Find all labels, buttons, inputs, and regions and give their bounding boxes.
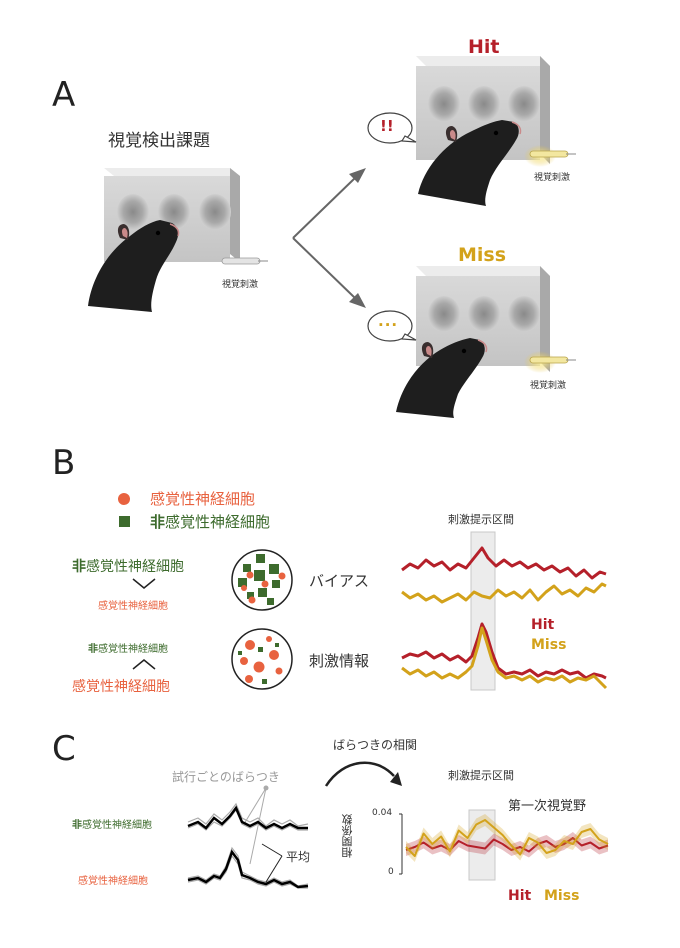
miss-title: Miss (458, 244, 507, 266)
curved-arrow-icon (324, 761, 402, 787)
port-icon (117, 194, 149, 230)
port-icon (158, 194, 190, 230)
bias-miss-trace (401, 582, 607, 604)
port-icon (508, 296, 540, 332)
hit-legend-b: Hit (531, 617, 555, 633)
hit-legend-c: Hit (508, 888, 532, 904)
series-band-hit (406, 832, 608, 858)
panel-c-example-traces (187, 785, 309, 889)
row2-top-label: 非感覚性神経細胞 (88, 640, 168, 655)
port-icon (199, 194, 231, 230)
mean-label: 平均 (286, 850, 311, 864)
stim-miss-trace (401, 626, 608, 690)
variability-label: 試行ごとのばらつき (172, 770, 280, 784)
task-title: 視覚検出課題 (108, 131, 210, 151)
less-than-icon (132, 659, 156, 670)
port-icon (508, 86, 540, 122)
port-icon (428, 296, 460, 332)
row1-top-text: 感覚性神経細胞 (86, 559, 184, 575)
trace1-text: 感覚性神経細胞 (82, 820, 152, 831)
stim-window-label-c: 刺激提示区間 (448, 769, 514, 782)
region-label: 第一次視覚野 (508, 799, 587, 814)
row1-top-label: 非感覚性神経細胞 (72, 556, 184, 576)
y-axis-label: 相関係数 (341, 814, 354, 858)
series-line-miss (405, 819, 609, 857)
row2-top-prefix: 非 (88, 644, 98, 655)
panel-letter-b: B (52, 443, 76, 483)
panel-letter-a: A (52, 75, 76, 115)
rat-icon (88, 220, 180, 312)
greater-than-icon (132, 578, 156, 589)
stim-hit-trace (401, 622, 607, 680)
trace1-prefix: 非 (72, 820, 82, 831)
miss-bubble-text: ... (378, 312, 399, 330)
legend-nonsensory-marker (119, 516, 130, 527)
series-line-hit (405, 837, 609, 853)
panel-letter-c: C (52, 729, 76, 769)
left-apparatus (88, 168, 268, 312)
arrow-label: ばらつきの相関 (333, 738, 418, 752)
stimulus-label-hit: 視覚刺激 (534, 173, 571, 183)
nonsensory-text: 感覚性神経細胞 (165, 513, 271, 531)
led-on-icon (524, 351, 576, 373)
speech-bubble (367, 310, 417, 342)
stimulus-label-miss: 視覚刺激 (530, 381, 567, 391)
hit-title: Hit (468, 36, 500, 58)
series-band-miss (406, 814, 608, 862)
port-icon (468, 296, 500, 332)
trace1-label: 非感覚性神経細胞 (72, 816, 152, 831)
panel-b-traces (401, 531, 608, 691)
port-icon (468, 86, 500, 122)
hit-apparatus (367, 56, 576, 206)
nonsensory-prefix: 非 (150, 513, 166, 531)
row2-bottom-label: 感覚性神経細胞 (72, 679, 170, 695)
panel-a-illustration (88, 56, 576, 418)
hit-bubble-text: !! (380, 117, 394, 135)
legend-nonsensory-label: 非感覚性神経細胞 (150, 511, 270, 532)
bias-hit-trace (401, 546, 607, 580)
led-on-icon (524, 145, 576, 167)
led-icon (221, 257, 268, 265)
miss-legend-c: Miss (544, 888, 580, 904)
ytick-top: 0.04 (372, 808, 393, 818)
port-icon (428, 86, 460, 122)
correlation-chart (399, 809, 609, 881)
legend-sensory-label: 感覚性神経細胞 (150, 490, 256, 508)
rat-icon (396, 338, 488, 418)
stim-window-label-b: 刺激提示区間 (448, 513, 514, 526)
row2-label: 刺激情報 (309, 652, 370, 670)
trace2-label: 感覚性神経細胞 (78, 876, 148, 887)
row1-bottom-label: 感覚性神経細胞 (98, 601, 168, 612)
miss-legend-b: Miss (531, 637, 567, 653)
row2-top-text: 感覚性神経細胞 (98, 644, 168, 655)
population-circle-stimulus (231, 628, 293, 690)
miss-apparatus (367, 266, 576, 418)
speech-bubble (367, 112, 417, 144)
branch-arrows (292, 168, 366, 308)
rat-icon (418, 120, 522, 206)
population-circle-bias (231, 549, 293, 611)
row1-top-prefix: 非 (72, 559, 86, 575)
ytick-bottom: 0 (388, 867, 394, 877)
legend-sensory-marker (118, 493, 130, 505)
stimulus-label-left: 視覚刺激 (222, 280, 259, 290)
row1-label: バイアス (309, 572, 370, 590)
